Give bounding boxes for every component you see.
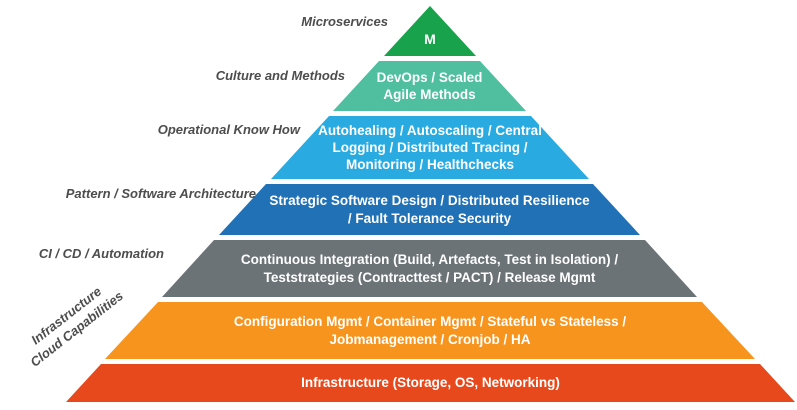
- side-label-microservices: Microservices: [301, 14, 388, 29]
- layer-text: Infrastructure (Storage, OS, Networking): [301, 375, 560, 391]
- layer-text: Jobmanagement / Cronjob / HA: [329, 331, 531, 347]
- layer-text: Teststrategies (Contracttest / PACT) / R…: [263, 269, 596, 285]
- pyramid-layer-infrastructure-base: Infrastructure (Storage, OS, Networking): [66, 364, 795, 402]
- pyramid-layer-pattern-software-architecture: Strategic Software Design / Distributed …: [219, 184, 640, 235]
- side-label-ci-cd-automation: CI / CD / Automation: [38, 246, 164, 261]
- layer-text: / Fault Tolerance Security: [347, 210, 512, 226]
- layer-text: Configuration Mgmt / Container Mgmt / St…: [233, 314, 627, 330]
- pyramid-layer-infrastructure-cloud-capabilities: Configuration Mgmt / Container Mgmt / St…: [105, 302, 755, 359]
- pyramid-layer-culture-and-methods: DevOps / Scaled Agile Methods: [333, 61, 526, 111]
- layer-text: Logging / Distributed Tracing /: [332, 139, 528, 155]
- pyramid-layer-operational-know-how: Autohealing / Autoscaling / Central Logg…: [271, 116, 589, 179]
- pyramid-layer-microservices: M: [384, 6, 476, 56]
- layer-text: Autohealing / Autoscaling / Central: [318, 122, 542, 138]
- layer-text: Agile Methods: [383, 87, 476, 102]
- side-label-culture-and-methods: Culture and Methods: [215, 68, 345, 83]
- layer-text: Monitoring / Healthchecks: [345, 157, 515, 173]
- layer-text: Strategic Software Design / Distributed …: [269, 193, 590, 209]
- pyramid-layer-ci-cd-automation: Continuous Integration (Build, Artefacts…: [162, 240, 697, 297]
- layer-text: Continuous Integration (Build, Artefacts…: [240, 252, 619, 268]
- layer-text: DevOps / Scaled: [376, 69, 483, 85]
- side-label-pattern-software-architecture: Pattern / Software Architecture: [65, 186, 256, 201]
- layer-text: M: [424, 31, 436, 48]
- side-label-operational-know-how: Operational Know How: [157, 122, 300, 137]
